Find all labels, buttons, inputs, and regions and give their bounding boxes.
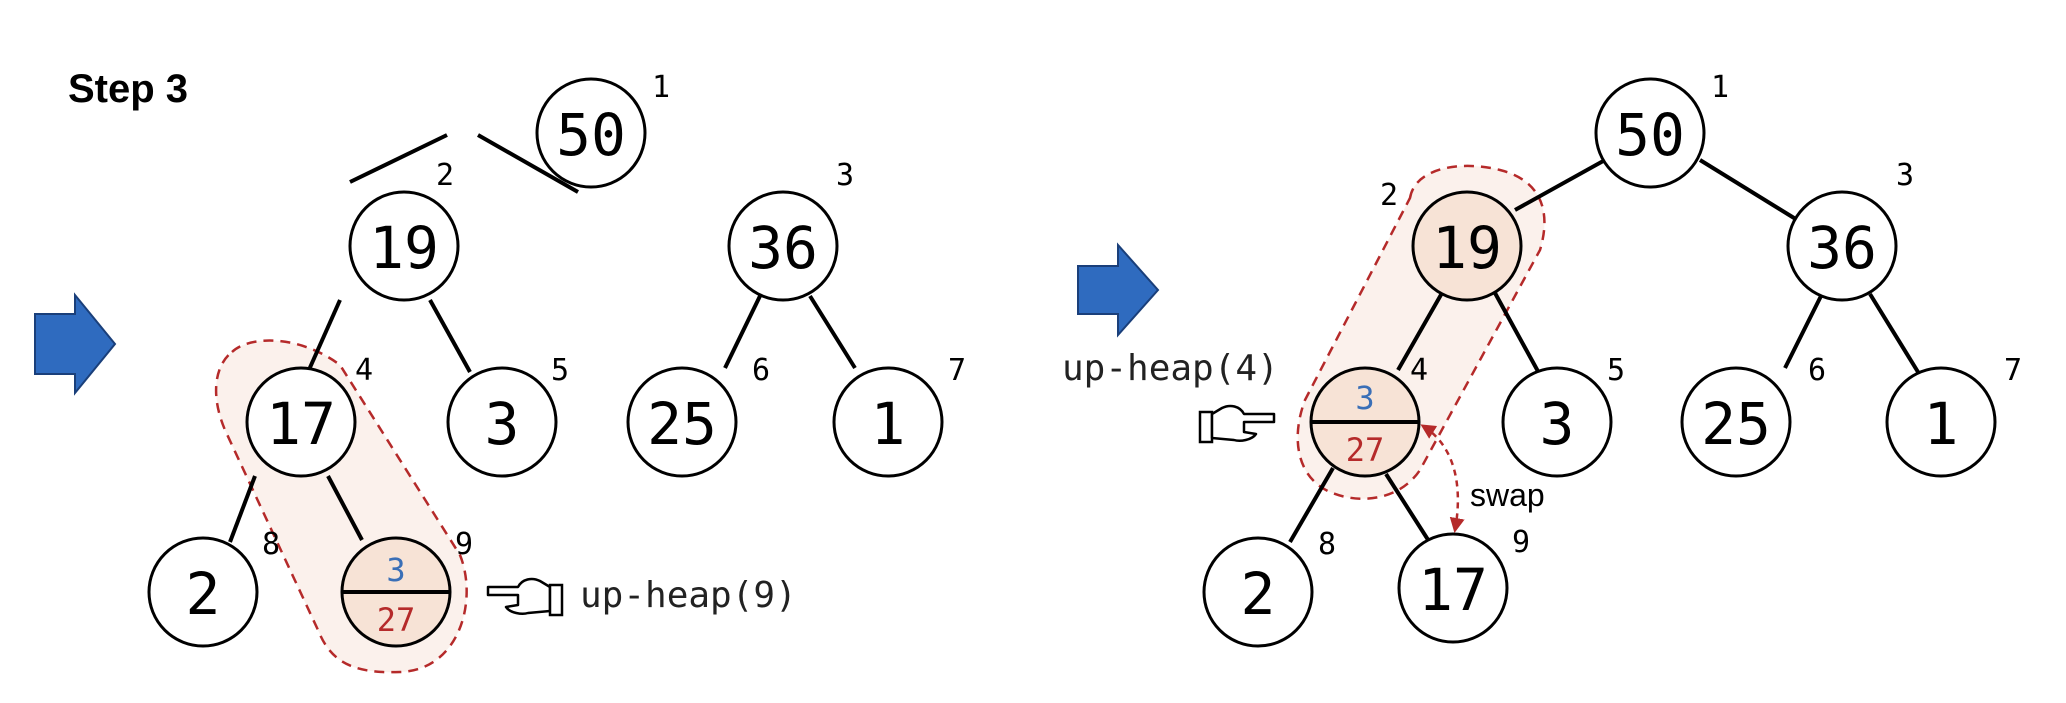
- left-node-9: 3 27 9: [340, 527, 473, 648]
- left-node-9-bottom-value: 27: [377, 601, 416, 639]
- left-node-1-index: 1: [652, 70, 670, 105]
- right-node-6: 25 6: [1680, 353, 1826, 478]
- left-node-6-value: 25: [647, 390, 717, 458]
- right-node-1-value: 50: [1615, 101, 1685, 169]
- right-node-4-top-value: 3: [1355, 379, 1374, 417]
- right-heap-tree: 50 1 19 2 36 3 3 27 4 3 5: [1062, 70, 2022, 648]
- left-node-7: 1 7: [832, 353, 966, 478]
- left-heap-tree: 50 1 19 2 36 3 17 4 3 5 25: [147, 70, 966, 674]
- right-node-9: 17 9: [1397, 525, 1530, 644]
- right-node-6-value: 25: [1701, 390, 1771, 458]
- left-node-5-index: 5: [551, 353, 569, 388]
- left-node-3-index: 3: [836, 158, 854, 193]
- right-call-label: up-heap(4): [1062, 348, 1279, 389]
- left-node-5-value: 3: [485, 390, 520, 458]
- left-node-9-index: 9: [455, 527, 473, 562]
- right-node-2: 19 2: [1380, 178, 1523, 302]
- right-node-7-index: 7: [2004, 353, 2022, 388]
- left-node-9-top-value: 3: [386, 551, 405, 589]
- left-node-3-value: 36: [748, 214, 818, 282]
- right-node-1: 50 1: [1594, 70, 1729, 189]
- left-node-8-index: 8: [262, 527, 280, 562]
- right-node-5-index: 5: [1607, 353, 1625, 388]
- left-node-7-index: 7: [948, 353, 966, 388]
- left-node-1-value: 50: [556, 101, 626, 169]
- right-node-8-index: 8: [1318, 527, 1336, 562]
- right-node-4-bottom-value: 27: [1346, 431, 1385, 469]
- right-node-4: 3 27 4: [1309, 353, 1428, 478]
- left-node-4-value: 17: [266, 390, 336, 458]
- right-node-5-value: 3: [1540, 390, 1575, 458]
- left-node-4-index: 4: [355, 353, 373, 388]
- right-node-8: 2 8: [1202, 527, 1336, 648]
- right-node-7: 1 7: [1885, 353, 2022, 478]
- swap-arrow: [1420, 424, 1465, 533]
- left-node-6-index: 6: [752, 353, 770, 388]
- pointing-hand-left-icon: [486, 577, 564, 617]
- next-arrow-icon-2: [1077, 242, 1160, 338]
- right-node-1-index: 1: [1711, 70, 1729, 105]
- left-node-2: 19 2: [348, 158, 460, 302]
- right-node-6-index: 6: [1808, 353, 1826, 388]
- left-node-7-value: 1: [871, 390, 906, 458]
- left-node-8-value: 2: [186, 560, 221, 628]
- next-arrow-icon: [34, 292, 117, 396]
- right-node-2-index: 2: [1380, 178, 1398, 213]
- right-node-9-value: 17: [1418, 556, 1488, 624]
- left-node-1: 50 1: [535, 70, 670, 189]
- left-node-4: 17 4: [245, 353, 373, 478]
- right-node-2-value: 19: [1432, 214, 1502, 282]
- left-call-label: up-heap(9): [580, 575, 797, 616]
- right-node-3-value: 36: [1807, 214, 1877, 282]
- pointing-hand-right-icon: [1198, 404, 1276, 444]
- right-node-4-index: 4: [1410, 353, 1428, 388]
- left-node-2-value: 19: [369, 214, 439, 282]
- right-node-3-index: 3: [1896, 158, 1914, 193]
- left-node-5: 3 5: [446, 353, 569, 478]
- left-node-6: 25 6: [626, 353, 770, 478]
- right-node-7-value: 1: [1924, 390, 1959, 458]
- right-node-3: 36 3: [1786, 158, 1914, 302]
- right-node-5: 3 5: [1501, 353, 1625, 478]
- left-node-3: 36 3: [727, 158, 854, 302]
- step-title: Step 3: [68, 67, 188, 111]
- left-node-8: 2 8: [147, 527, 280, 648]
- left-node-2-index: 2: [436, 158, 454, 193]
- right-node-8-value: 2: [1241, 560, 1276, 628]
- right-node-9-index: 9: [1512, 525, 1530, 560]
- swap-label: swap: [1470, 477, 1545, 513]
